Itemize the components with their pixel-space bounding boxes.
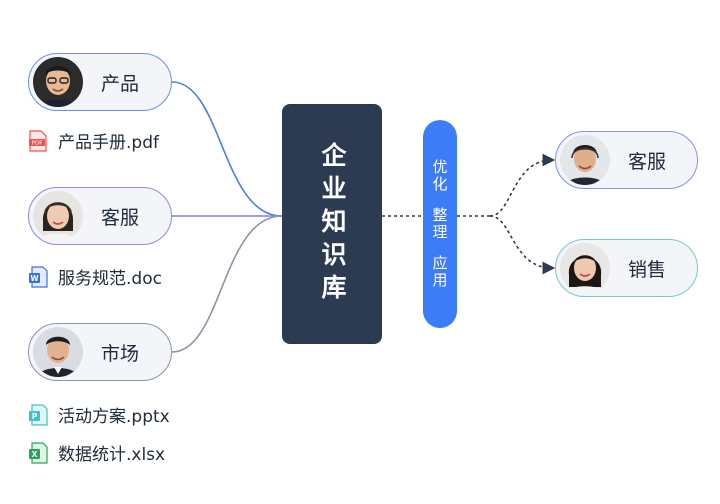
file-item-xlsx[interactable]: X 数据统计.xlsx	[28, 440, 165, 465]
file-item-pptx[interactable]: P 活动方案.pptx	[28, 402, 170, 427]
process-steps-bar: 优化 整理 应用	[423, 120, 457, 328]
process-step-organize: 整理	[430, 207, 449, 241]
connector-market	[171, 215, 283, 353]
output-label-sales: 销售	[628, 258, 667, 281]
file-name-pdf: 产品手册.pdf	[58, 133, 159, 153]
output-label-service: 客服	[628, 150, 667, 173]
output-node-service: 客服	[555, 131, 698, 189]
source-label-product: 产品	[101, 72, 140, 95]
process-step-optimize: 优化	[430, 159, 449, 193]
excel-file-icon: X	[29, 441, 48, 464]
pdf-file-icon: PDF	[29, 129, 47, 152]
file-item-doc[interactable]: W 服务规范.doc	[28, 264, 162, 289]
process-step-apply: 应用	[430, 255, 449, 289]
source-node-market: 市场	[28, 323, 172, 381]
file-name-pptx: 活动方案.pptx	[58, 407, 170, 427]
woman-headset-avatar	[33, 191, 83, 241]
knowledge-base-node: 企业知识库	[282, 104, 382, 344]
source-node-service: 客服	[28, 187, 172, 245]
file-item-pdf[interactable]: PDF 产品手册.pdf	[28, 128, 159, 153]
knowledge-base-label: 企业知识库	[318, 141, 347, 307]
file-name-doc: 服务规范.doc	[58, 269, 162, 289]
source-label-market: 市场	[101, 342, 140, 365]
source-label-service: 客服	[101, 206, 140, 229]
svg-text:P: P	[32, 412, 38, 421]
source-node-product: 产品	[28, 53, 172, 111]
ppt-file-icon: P	[29, 403, 48, 426]
man-glasses-avatar	[33, 57, 83, 107]
connector-to-service	[489, 153, 556, 217]
file-name-xlsx: 数据统计.xlsx	[58, 445, 166, 465]
svg-text:W: W	[30, 274, 39, 283]
connector-product	[171, 81, 283, 217]
man-suit-avatar	[33, 327, 83, 377]
woman-headset-avatar	[560, 243, 610, 293]
connector-to-sales	[489, 215, 556, 275]
svg-text:PDF: PDF	[32, 140, 43, 146]
word-file-icon: W	[29, 265, 48, 288]
man-headset-avatar	[560, 135, 610, 185]
output-node-sales: 销售	[555, 239, 698, 297]
svg-text:X: X	[32, 450, 38, 459]
